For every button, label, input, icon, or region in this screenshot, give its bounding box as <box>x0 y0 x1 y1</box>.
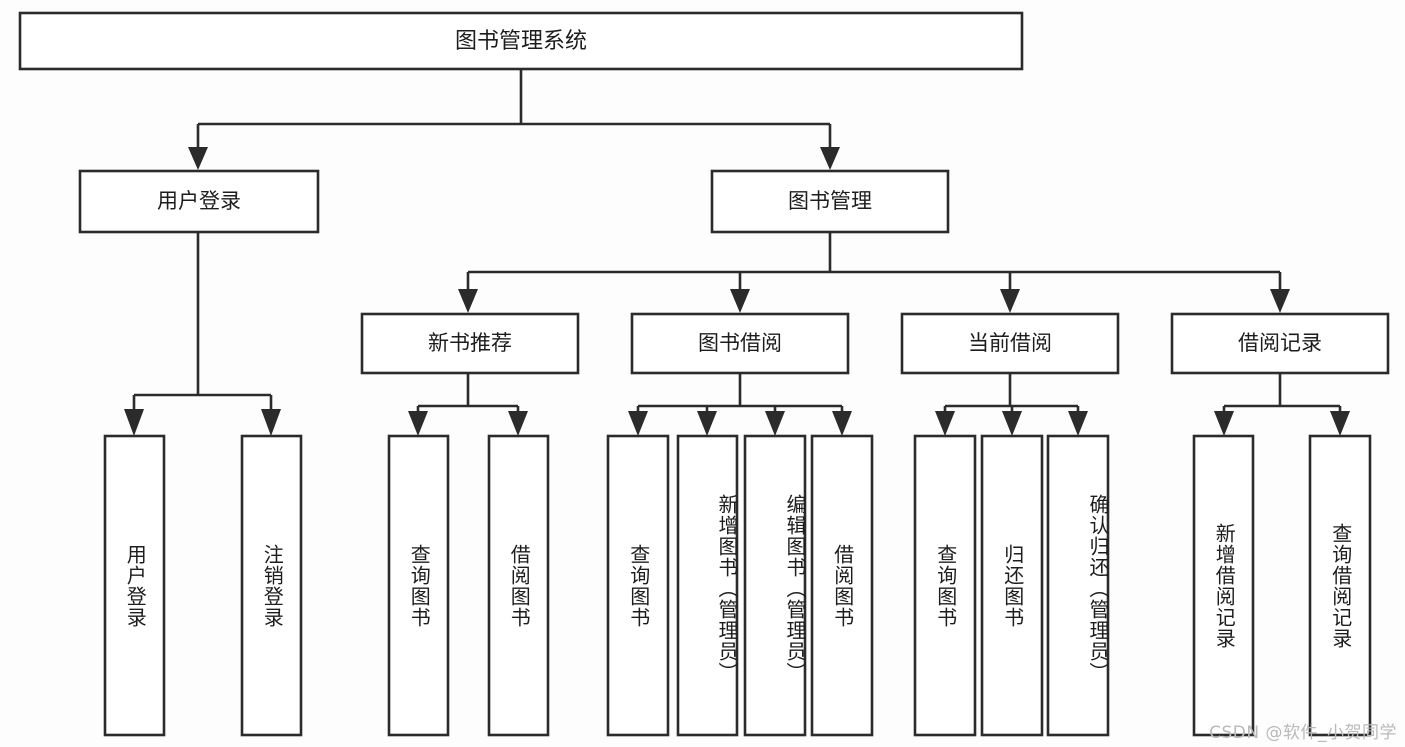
node-user-login-label: 用户登录 <box>157 189 241 213</box>
node-current-borrow-label: 当前借阅 <box>968 331 1052 355</box>
leaf-box-current-borrow-2[interactable] <box>980 434 1044 737</box>
node-current-borrow-box[interactable] <box>900 312 1120 375</box>
leaf-box-borrow-record-1[interactable] <box>1192 434 1255 737</box>
node-book-borrow-label: 图书借阅 <box>698 331 782 355</box>
node-borrow-record-label: 借阅记录 <box>1238 331 1322 355</box>
leaf-box-borrow-record-2[interactable] <box>1308 434 1372 737</box>
leaf-box-book-borrow-2[interactable] <box>676 434 739 737</box>
arrowhead-current-borrow <box>1000 289 1020 313</box>
arrowhead-cb-leaf1 <box>935 411 955 436</box>
node-user-login[interactable]: 用户登录 <box>78 169 320 234</box>
node-new-book-recommend[interactable]: 新书推荐 <box>360 312 580 375</box>
node-new-book-recommend-box[interactable] <box>360 312 580 375</box>
arrowhead-ul-leaf1 <box>124 409 144 436</box>
connector-group-new-book <box>408 373 528 436</box>
node-new-book-recommend-label: 新书推荐 <box>428 331 512 355</box>
arrowhead-bb-leaf4 <box>832 411 852 436</box>
arrowhead-user-login <box>188 147 208 170</box>
node-book-management-box[interactable] <box>710 169 950 234</box>
arrowhead-cb-leaf3 <box>1068 411 1088 436</box>
csdn-watermark: CSDN @软件_小贺同学 <box>1209 723 1397 743</box>
arrowhead-nb-leaf1 <box>408 411 428 436</box>
node-root-box[interactable] <box>18 11 1024 71</box>
node-book-management-label: 图书管理 <box>788 189 872 213</box>
arrowhead-book-mgmt <box>820 147 840 170</box>
connector-group-root <box>188 69 840 170</box>
arrowhead-ul-leaf2 <box>261 409 281 436</box>
arrowhead-bb-leaf3 <box>765 411 785 436</box>
node-borrow-record[interactable]: 借阅记录 <box>1170 312 1390 375</box>
arrowhead-bb-leaf2 <box>697 411 717 436</box>
leaf-box-book-borrow-4[interactable] <box>810 434 874 737</box>
arrowhead-nb-leaf2 <box>508 411 528 436</box>
connector-group-current-borrow <box>935 373 1088 436</box>
arrowhead-book-borrow <box>730 289 750 313</box>
leaf-box-book-borrow-1[interactable] <box>606 434 670 737</box>
arrowhead-br-leaf1 <box>1214 411 1234 436</box>
leaf-box-new-book-1[interactable] <box>387 434 450 737</box>
arrowhead-bb-leaf1 <box>628 411 648 436</box>
leaf-box-new-book-2[interactable] <box>487 434 550 737</box>
node-book-management[interactable]: 图书管理 <box>710 169 950 234</box>
leaf-box-user-login-2[interactable] <box>240 434 303 737</box>
leaf-box-current-borrow-1[interactable] <box>913 434 977 737</box>
connector-group-user-login <box>124 232 281 436</box>
leaf-box-book-borrow-3[interactable] <box>743 434 807 737</box>
node-root[interactable]: 图书管理系统 <box>18 11 1024 71</box>
leaf-box-current-borrow-3[interactable] <box>1046 434 1110 737</box>
arrowhead-cb-leaf2 <box>1002 411 1022 436</box>
node-root-label: 图书管理系统 <box>455 29 587 54</box>
node-book-borrow-box[interactable] <box>630 312 850 375</box>
arrowhead-borrow-record <box>1270 289 1290 313</box>
node-book-borrow[interactable]: 图书借阅 <box>630 312 850 375</box>
connector-group-book-mgmt <box>458 232 1290 313</box>
node-user-login-box[interactable] <box>78 169 320 234</box>
node-current-borrow[interactable]: 当前借阅 <box>900 312 1120 375</box>
connector-group-book-borrow <box>628 373 852 436</box>
leaf-box-user-login-1[interactable] <box>103 434 166 737</box>
node-borrow-record-box[interactable] <box>1170 312 1390 375</box>
arrowhead-new-book <box>458 289 478 313</box>
arrowhead-br-leaf2 <box>1330 411 1350 436</box>
connector-group-borrow-record <box>1214 373 1350 436</box>
